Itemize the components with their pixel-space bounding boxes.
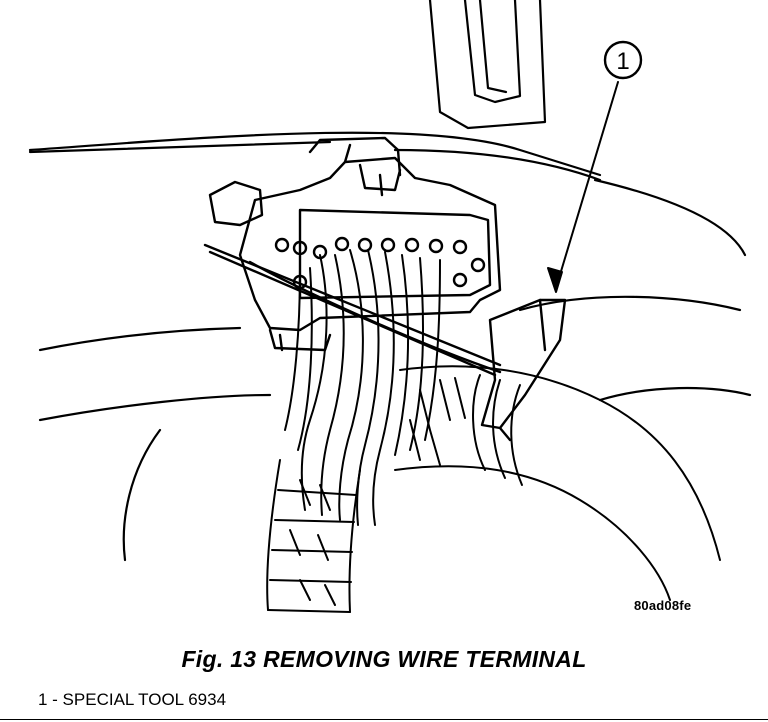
wire-bundle: [284, 249, 441, 526]
figure-caption: Fig. 13 REMOVING WIRE TERMINAL: [181, 646, 587, 672]
body-panel: [28, 131, 752, 562]
callout-leader: [547, 81, 619, 293]
wire-terminal-illustration: [28, 0, 752, 613]
special-tool: [203, 243, 567, 442]
wire-harness-wrap: [266, 365, 721, 613]
mounting-bracket: [428, 0, 547, 130]
legend-entry-1: 1 - SPECIAL TOOL 6934: [38, 690, 227, 709]
legend-divider: [0, 719, 768, 720]
callout-circle: [603, 40, 643, 80]
figure-reference-id: 80ad08fe: [634, 598, 692, 613]
wire-connector: [208, 136, 502, 352]
